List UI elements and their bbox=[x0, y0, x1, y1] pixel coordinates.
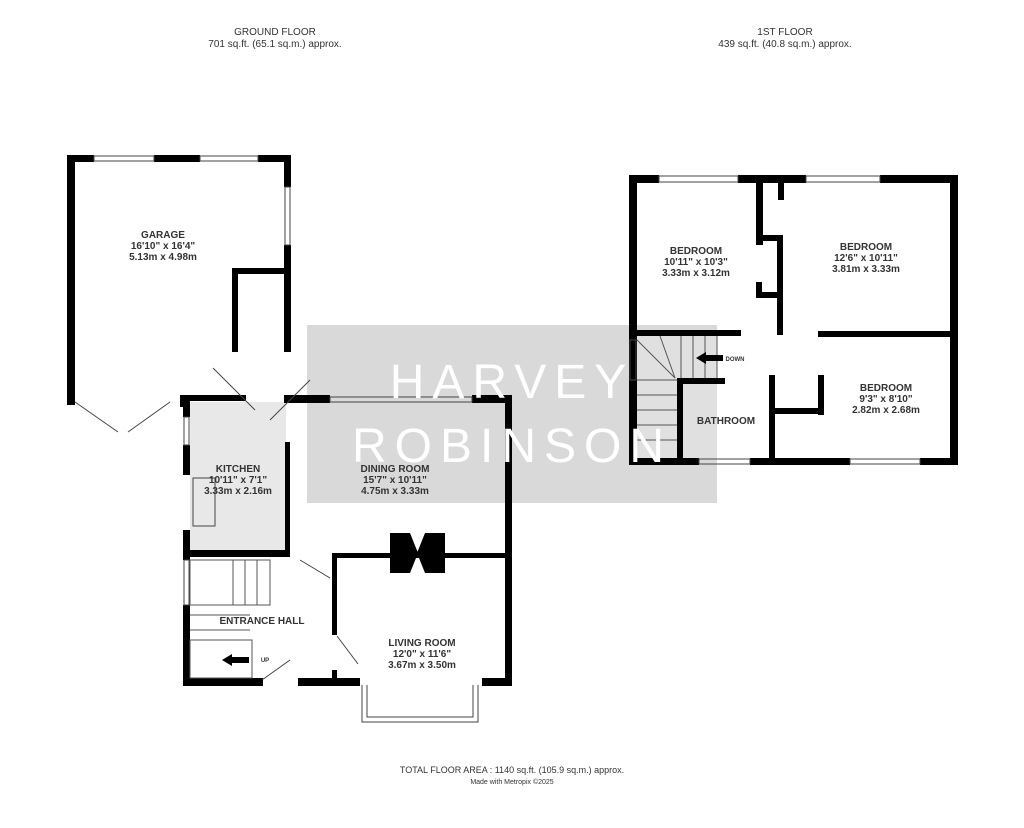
metropix-credit: Made with Metropix ©2025 bbox=[470, 779, 554, 786]
svg-text:LIVING ROOM: LIVING ROOM bbox=[388, 638, 455, 649]
svg-text:KITCHEN: KITCHEN bbox=[216, 464, 260, 475]
watermark-line1: HARVEY bbox=[390, 356, 635, 409]
room-labels: GARAGE 16'10" x 16'4" 5.13m x 4.98m KITC… bbox=[129, 230, 920, 671]
svg-text:BEDROOM: BEDROOM bbox=[860, 383, 912, 394]
svg-text:UP: UP bbox=[261, 658, 269, 664]
first-floor-windows bbox=[629, 175, 921, 465]
svg-text:3.81m x 3.33m: 3.81m x 3.33m bbox=[832, 264, 900, 275]
svg-text:2.82m x 2.68m: 2.82m x 2.68m bbox=[852, 405, 920, 416]
watermark-line2: ROBINSON bbox=[352, 420, 672, 473]
svg-text:4.75m x 3.33m: 4.75m x 3.33m bbox=[361, 486, 429, 497]
first-floor-walls bbox=[629, 175, 958, 465]
svg-text:10'11" x 10'3": 10'11" x 10'3" bbox=[664, 257, 728, 268]
svg-text:3.33m x 2.16m: 3.33m x 2.16m bbox=[204, 486, 272, 497]
ground-floor-area: 701 sq.ft. (65.1 sq.m.) approx. bbox=[208, 39, 342, 50]
up-arrow-icon bbox=[222, 654, 232, 666]
svg-text:BATHROOM: BATHROOM bbox=[697, 416, 755, 427]
first-floor-area: 439 sq.ft. (40.8 sq.m.) approx. bbox=[718, 39, 852, 50]
ground-floor-header: GROUND FLOOR 701 sq.ft. (65.1 sq.m.) app… bbox=[160, 27, 390, 51]
svg-text:12'0" x 11'6": 12'0" x 11'6" bbox=[393, 649, 451, 660]
first-floor-title: 1ST FLOOR bbox=[757, 27, 813, 38]
ground-stairs bbox=[189, 559, 271, 679]
svg-text:DINING ROOM: DINING ROOM bbox=[361, 464, 430, 475]
svg-text:5.13m x 4.98m: 5.13m x 4.98m bbox=[129, 252, 197, 263]
down-arrow-icon bbox=[696, 352, 706, 364]
svg-text:3.67m x 3.50m: 3.67m x 3.50m bbox=[388, 660, 456, 671]
total-floor-area: TOTAL FLOOR AREA : 1140 sq.ft. (105.9 sq… bbox=[399, 765, 625, 775]
svg-text:GARAGE: GARAGE bbox=[141, 230, 185, 241]
svg-text:9'3" x 8'10": 9'3" x 8'10" bbox=[859, 394, 912, 405]
svg-text:3.33m x 3.12m: 3.33m x 3.12m bbox=[662, 268, 730, 279]
ground-doors bbox=[74, 367, 359, 681]
svg-text:BEDROOM: BEDROOM bbox=[840, 242, 892, 253]
first-floor-header: 1ST FLOOR 439 sq.ft. (40.8 sq.m.) approx… bbox=[670, 27, 900, 51]
ground-floor-walls bbox=[67, 155, 512, 686]
svg-text:12'6" x 10'11": 12'6" x 10'11" bbox=[834, 253, 898, 264]
svg-text:ENTRANCE HALL: ENTRANCE HALL bbox=[220, 616, 305, 627]
svg-text:BEDROOM: BEDROOM bbox=[670, 246, 722, 257]
svg-text:15'7" x 10'11": 15'7" x 10'11" bbox=[363, 475, 427, 486]
svg-text:10'11" x 7'1": 10'11" x 7'1" bbox=[209, 475, 267, 486]
ground-floor-title: GROUND FLOOR bbox=[234, 27, 316, 38]
ground-floor-windows bbox=[93, 155, 479, 723]
svg-text:16'10" x 16'4": 16'10" x 16'4" bbox=[131, 241, 196, 252]
svg-text:DOWN: DOWN bbox=[726, 357, 745, 363]
